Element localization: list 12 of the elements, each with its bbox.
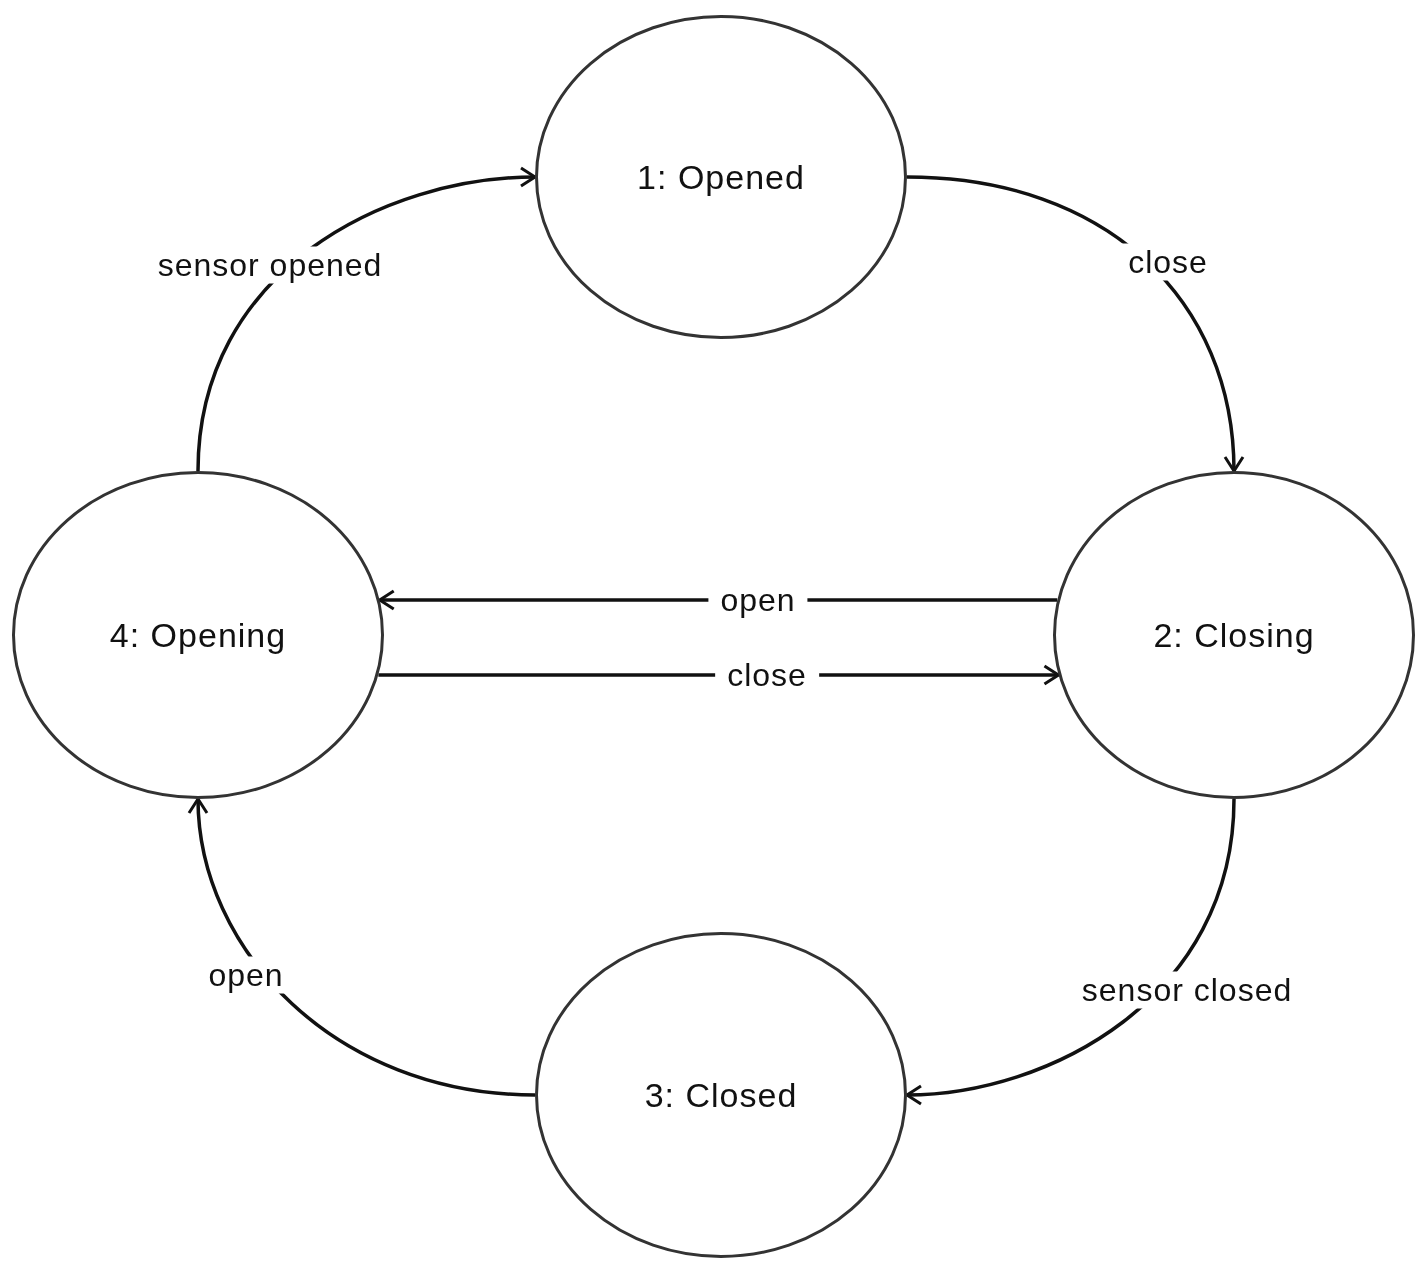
state-circle (535, 15, 907, 339)
state-label: 1: Opened (637, 157, 805, 197)
state-circle (535, 932, 907, 1258)
arrow (188, 797, 536, 1097)
arrow (905, 798, 1236, 1105)
arrow (906, 175, 1244, 473)
state-circle (12, 471, 384, 799)
state-label: 4: Opening (109, 615, 287, 655)
arrow (196, 167, 537, 472)
state-label: 2: Closing (1153, 615, 1315, 655)
state-circle (1053, 471, 1415, 799)
state-label: 3: Closed (644, 1075, 798, 1115)
